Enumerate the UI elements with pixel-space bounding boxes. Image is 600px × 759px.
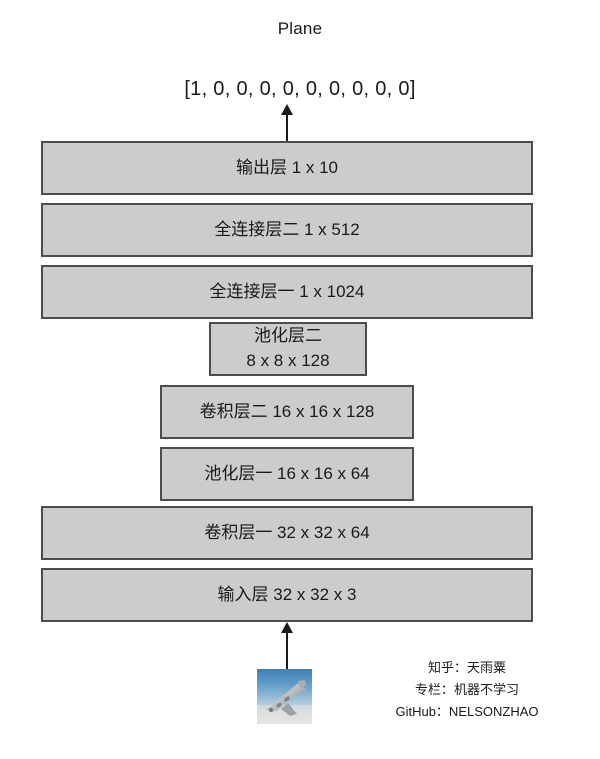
airplane-photo-graphic [257,680,312,724]
layer-label-pooling-layer-2: 池化层二 [254,326,322,346]
layer-box-pooling-layer-1[interactable]: 池化层一 16 x 16 x 64 [160,447,414,501]
credit-column: 专栏：机器不学习 [414,682,519,697]
layer-label-output-layer: 输出层 1 x 10 [235,157,339,177]
layer-box-conv-layer-1[interactable]: 卷积层一 32 x 32 x 64 [41,506,533,560]
layer-label-fully-connected-1: 全连接层一 1 x 1024 [209,281,365,301]
layer-box-fully-connected-1[interactable]: 全连接层一 1 x 1024 [41,265,533,319]
layer-box-output-layer[interactable]: 输出层 1 x 10 [41,141,533,195]
airplane-photo-icon [257,669,312,724]
credit-zhihu: 知乎：天雨粟 [427,660,506,675]
layer-sublabel-pooling-layer-2: 8 x 8 x 128 [246,351,330,370]
layer-label-conv-layer-2: 卷积层二 16 x 16 x 128 [199,401,375,421]
layer-label-conv-layer-1: 卷积层一 32 x 32 x 64 [204,522,370,542]
credit-github: GitHub：NELSONZHAO [395,704,539,719]
arrow-image-to-input [286,631,288,669]
layer-label-pooling-layer-1: 池化层一 16 x 16 x 64 [204,463,370,483]
layer-box-pooling-layer-2[interactable]: 池化层二 8 x 8 x 128 [209,322,367,376]
layer-label-input-layer: 输入层 32 x 32 x 3 [217,584,357,604]
predicted-class-label: Plane [277,19,323,38]
arrow-output-to-vector [286,113,288,141]
layer-box-fully-connected-2[interactable]: 全连接层二 1 x 512 [41,203,533,257]
layer-box-input-layer[interactable]: 输入层 32 x 32 x 3 [41,568,533,622]
credits-block: 知乎：天雨粟 专栏：机器不学习 GitHub：NELSONZHAO [352,657,582,723]
output-vector-label: [1, 0, 0, 0, 0, 0, 0, 0, 0, 0] [184,78,416,100]
layer-label-fully-connected-2: 全连接层二 1 x 512 [214,219,360,239]
layer-box-conv-layer-2[interactable]: 卷积层二 16 x 16 x 128 [160,385,414,439]
